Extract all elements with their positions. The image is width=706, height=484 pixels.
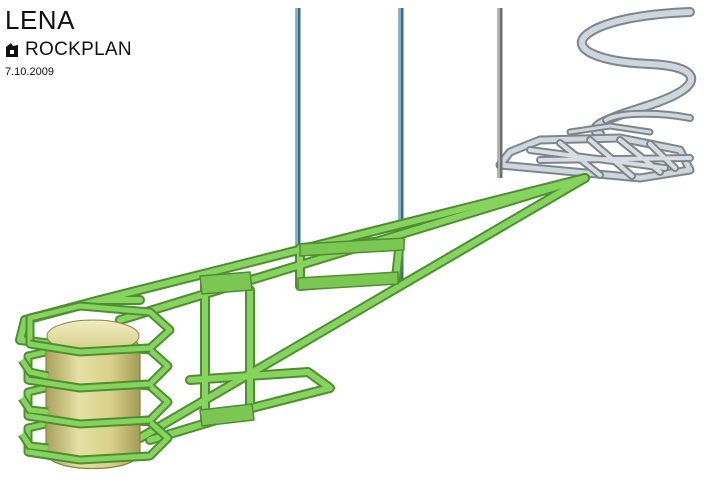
project-title: LENA — [5, 5, 75, 35]
grey-shaft — [497, 8, 503, 178]
company-name: ROCKPLAN — [25, 39, 132, 60]
spiral-access-ramp — [576, 7, 697, 139]
cavern-body — [45, 319, 141, 470]
upper-tunnel-network — [495, 7, 697, 183]
green-tunnel-system — [15, 173, 590, 445]
diagram-date: 7.10.2009 — [5, 66, 54, 78]
rockplan-logo-icon — [6, 43, 18, 57]
upper-tunnel-grid — [495, 122, 695, 183]
title-block: LENA ROCKPLAN 7.10.2009 — [5, 6, 132, 78]
cavern-with-ring-tunnels — [18, 301, 175, 470]
company-row: ROCKPLAN — [5, 40, 132, 60]
